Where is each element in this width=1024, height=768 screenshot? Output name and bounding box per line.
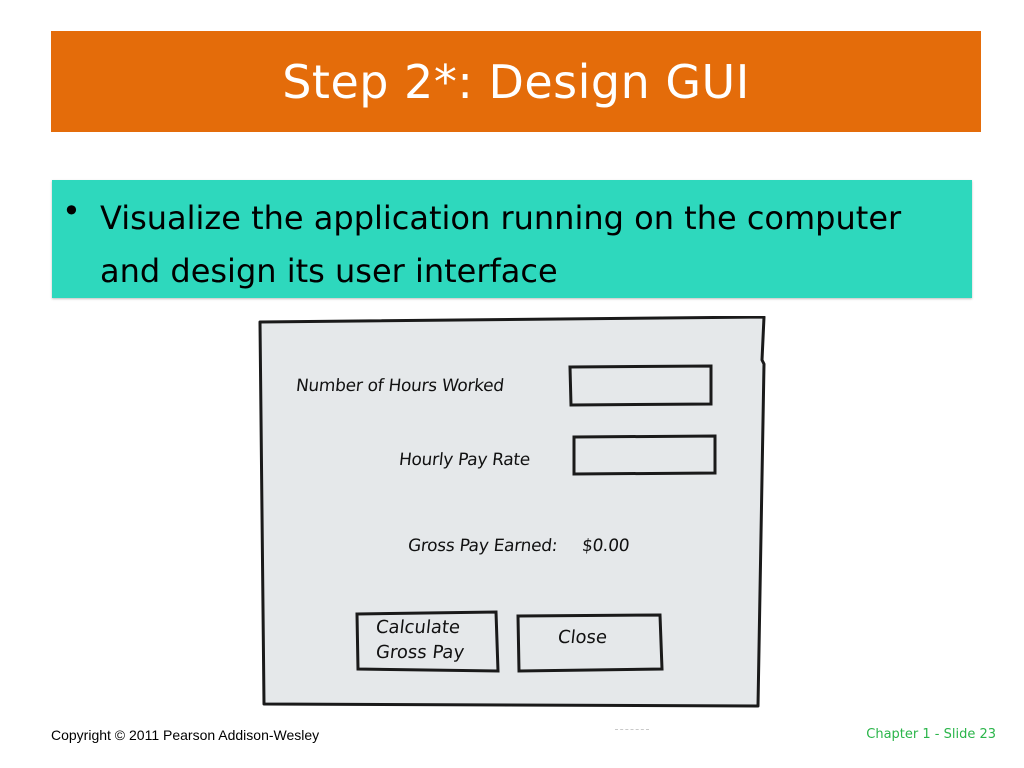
rate-label: Hourly Pay Rate bbox=[397, 450, 532, 470]
slide-title-bar: Step 2*: Design GUI bbox=[51, 31, 981, 132]
slide-title: Step 2*: Design GUI bbox=[282, 54, 750, 109]
gui-sketch: Number of Hours Worked Hourly Pay Rate G… bbox=[256, 316, 768, 708]
copyright-text: Copyright © 2011 Pearson Addison-Wesley bbox=[51, 727, 320, 743]
close-button-label: Close bbox=[556, 627, 609, 648]
calculate-button-label-line1: Calculate bbox=[374, 617, 462, 638]
slide-number: Chapter 1 - Slide 23 bbox=[866, 727, 996, 742]
calculate-button[interactable]: Calculate Gross Pay bbox=[357, 612, 498, 671]
bullet-box: • Visualize the application running on t… bbox=[52, 180, 972, 298]
bullet-symbol: • bbox=[62, 192, 81, 230]
calculate-button-label-line2: Gross Pay bbox=[374, 642, 466, 663]
gross-pay-value: $0.00 bbox=[580, 536, 631, 556]
bullet-text: Visualize the application running on the… bbox=[100, 199, 902, 290]
gui-sketch-drawing bbox=[258, 316, 766, 708]
close-button[interactable]: Close bbox=[518, 615, 662, 671]
hours-input[interactable] bbox=[570, 366, 711, 405]
faint-mark bbox=[615, 729, 649, 732]
gross-pay-label: Gross Pay Earned: bbox=[406, 536, 559, 556]
rate-input[interactable] bbox=[574, 436, 715, 474]
hours-label: Number of Hours Worked bbox=[294, 376, 505, 396]
